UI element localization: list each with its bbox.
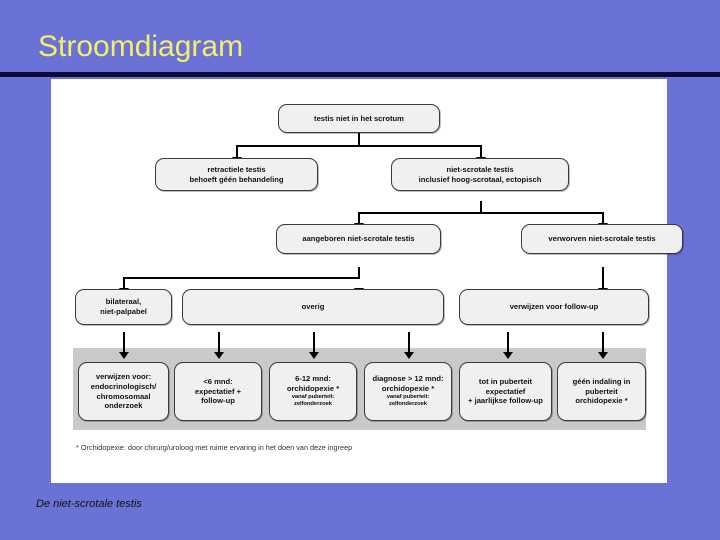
node-retractiele-testis[interactable]: retractiele testis behoeft géén behandel… [155, 158, 318, 191]
node-line: tot in puberteit [478, 376, 533, 386]
node-subline: vanaf puberteit: [291, 393, 335, 400]
connector-n3-bar [123, 277, 360, 279]
arrow-n6-n10 [309, 352, 319, 359]
connector-n7-drop-2 [602, 332, 604, 353]
connector-n3-left-drop [123, 277, 125, 289]
node-line: endocrinologisch/ [90, 381, 157, 391]
connector-n6-drop-2 [313, 332, 315, 353]
node-line: + jaarlijkse follow-up [468, 396, 543, 406]
connector-n2-right-drop [602, 212, 604, 224]
node-line: orchidopexie * [381, 383, 435, 393]
node-verwijzen-endocrinologisch[interactable]: verwijzen voor: endocrinologisch/ chromo… [78, 362, 169, 421]
node-line: <6 mnd: [203, 376, 233, 386]
node-line: expectatief + [194, 386, 242, 396]
node-line: behoeft géén behandeling [189, 174, 284, 184]
connector-n2-bar [358, 212, 603, 214]
connector-n6-drop-1 [218, 332, 220, 353]
content-panel: testis niet in het scrotum retractiele t… [51, 79, 683, 483]
node-testis-niet-in-het-scrotum[interactable]: testis niet in het scrotum [278, 104, 440, 133]
node-line: inclusief hoog-scrotaal, ectopisch [418, 174, 542, 184]
node-aangeboren-niet-scrotale-testis[interactable]: aangeboren niet-scrotale testis [276, 224, 441, 254]
node-line: expectatief [485, 386, 526, 396]
connector-n3-stem [358, 267, 360, 278]
node-niet-scrotale-testis[interactable]: niet-scrotale testis inclusief hoog-scro… [391, 158, 569, 191]
arrow-n6-n11 [404, 352, 414, 359]
node-line: puberteit [585, 386, 618, 396]
slide-footer: De niet-scrotale testis [36, 498, 142, 510]
node-line: chromosomaal [96, 391, 151, 401]
title-divider [0, 72, 720, 77]
node-line: verwijzen voor: [95, 372, 152, 382]
node-line: bilateraal, [105, 297, 142, 307]
connector-n4-stem [602, 267, 604, 289]
connector-n0-right-drop [480, 145, 482, 158]
node-geen-indaling-in-puberteit[interactable]: géén indaling in puberteit orchidopexie … [557, 362, 646, 421]
node-line: follow-up [201, 396, 235, 406]
node-line: géén indaling in [572, 376, 631, 386]
node-diagnose-na-12-maanden[interactable]: diagnose > 12 mnd: orchidopexie * vanaf … [364, 362, 452, 421]
connector-n0-bar [236, 145, 481, 147]
connector-n0-stem [358, 132, 360, 146]
node-line: retractiele testis [207, 164, 266, 174]
node-tot-in-puberteit[interactable]: tot in puberteit expectatief + jaarlijks… [459, 362, 552, 421]
node-subline: vanaf puberteit: [386, 393, 430, 400]
node-verwijzen-voor-follow-up[interactable]: verwijzen voor follow-up [459, 289, 649, 325]
flowchart-diagram: testis niet in het scrotum retractiele t… [51, 79, 683, 483]
node-overig[interactable]: overig [182, 289, 444, 325]
page-title: Stroomdiagram [38, 30, 244, 63]
arrow-n5-n8 [119, 352, 129, 359]
node-line: orchidopexie * [286, 383, 340, 393]
node-line: verwijzen voor follow-up [509, 302, 599, 312]
connector-n0-left-drop [236, 145, 238, 158]
node-line: orchidopexie * [575, 396, 628, 406]
arrow-n7-n12 [503, 352, 513, 359]
connector-n2-left-drop [358, 212, 360, 224]
connector-n2-stem [480, 201, 482, 213]
node-line: 6-12 mnd: [295, 374, 331, 384]
node-line: overig [301, 302, 325, 312]
node-onder-6-maanden[interactable]: <6 mnd: expectatief + follow-up [174, 362, 262, 421]
diagram-footnote: * Orchidopexie: door chirurg/uroloog met… [76, 443, 353, 452]
connector-n6-drop-3 [408, 332, 410, 353]
connector-n5-stem [123, 332, 125, 353]
node-bilateraal-niet-palpabel[interactable]: bilateraal, niet-palpabel [75, 289, 172, 325]
connector-n7-drop-1 [507, 332, 509, 353]
node-line: onderzoek [104, 401, 143, 411]
node-verworven-niet-scrotale-testis[interactable]: verworven niet-scrotale testis [521, 224, 683, 254]
node-subline: zelfonderzoek [294, 401, 332, 408]
arrow-n6-n9 [214, 352, 224, 359]
node-line: verworven niet-scrotale testis [548, 234, 656, 244]
node-subline: zelfonderzoek [389, 401, 427, 408]
node-line: aangeboren niet-scrotale testis [302, 234, 415, 244]
node-line: niet-scrotale testis [446, 164, 514, 174]
node-6-12-maanden[interactable]: 6-12 mnd: orchidopexie * vanaf puberteit… [269, 362, 357, 421]
node-line: diagnose > 12 mnd: [372, 374, 444, 384]
arrow-n7-n13 [598, 352, 608, 359]
node-line: niet-palpabel [100, 307, 147, 316]
node-line: testis niet in het scrotum [314, 113, 404, 123]
